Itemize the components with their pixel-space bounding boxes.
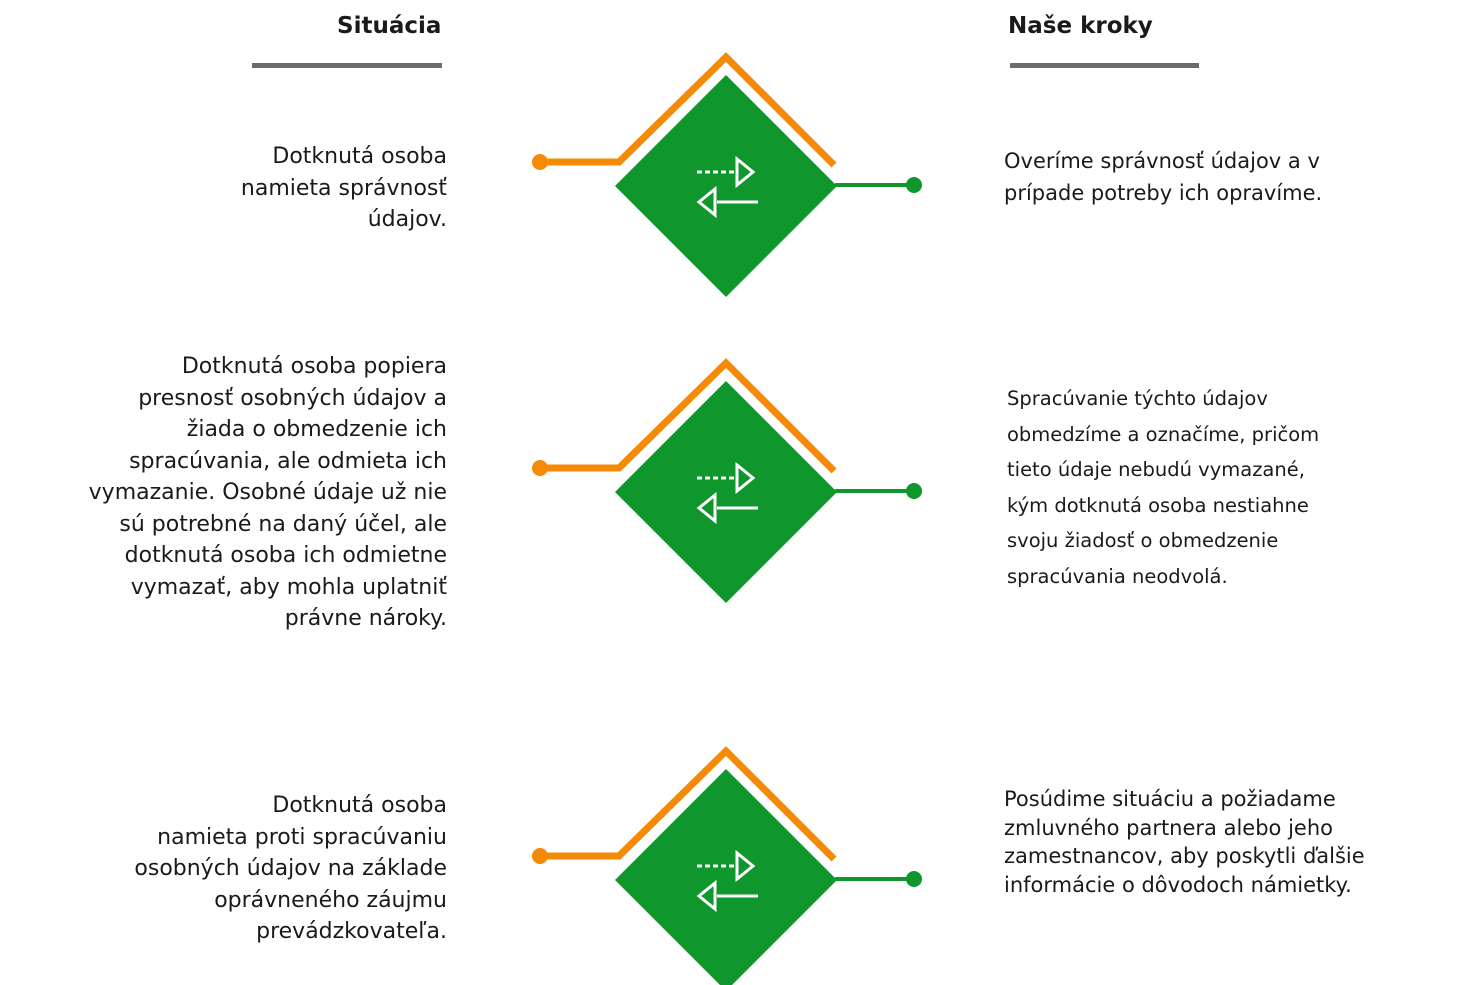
connector-2 xyxy=(532,358,922,603)
green-endpoint-dot-2 xyxy=(906,483,922,499)
situation-text-3: Dotknutá osoba namieta proti spracúvaniu… xyxy=(134,793,447,944)
green-diamond-2 xyxy=(615,381,837,603)
connector-3 xyxy=(532,746,922,985)
green-diamond-1 xyxy=(615,75,837,297)
swap-arrows-icon-1 xyxy=(696,155,758,219)
green-diamond-3 xyxy=(615,769,837,985)
orange-endpoint-dot-3 xyxy=(532,848,548,864)
orange-connector-line-3 xyxy=(540,746,837,862)
action-text-3: Posúdime situáciu a požiadame zmluvného … xyxy=(1004,787,1365,897)
green-endpoint-dot-1 xyxy=(906,177,922,193)
orange-endpoint-dot-1 xyxy=(532,154,548,170)
orange-connector-line-2 xyxy=(540,358,837,474)
steps-header-rule xyxy=(1010,63,1199,68)
situation-text-2: Dotknutá osoba popiera presnosť osobných… xyxy=(88,354,447,631)
situation-text-1: Dotknutá osoba namieta správnosť údajov. xyxy=(240,144,447,232)
swap-arrows-icon-2 xyxy=(696,461,758,525)
action-text-2: Spracúvanie týchto údajov obmedzíme a oz… xyxy=(1007,387,1320,588)
action-text-1: Overíme správnosť údajov a v prípade pot… xyxy=(1004,149,1323,205)
steps-header: Naše kroky xyxy=(1008,13,1153,39)
situation-header: Situácia xyxy=(337,13,442,39)
swap-arrows-icon-3 xyxy=(696,849,758,913)
connector-1 xyxy=(532,52,922,297)
green-endpoint-dot-3 xyxy=(906,871,922,887)
orange-connector-line-1 xyxy=(540,52,837,168)
orange-endpoint-dot-2 xyxy=(532,460,548,476)
situation-header-rule xyxy=(252,63,442,68)
